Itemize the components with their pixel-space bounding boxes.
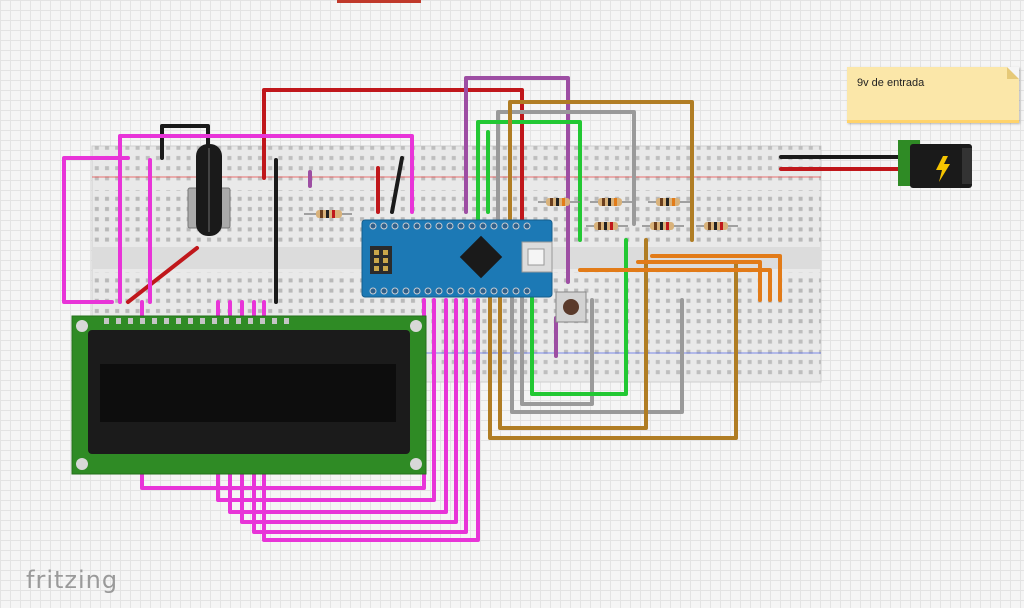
orange-wire-2 [636,260,762,302]
gray-wire-3 [520,296,594,406]
note-text: 9v de entrada [857,77,925,89]
microcontroller-chip [459,235,503,279]
resistor-1 [304,210,352,218]
gray-wire-2 [510,296,684,414]
resistor-6 [642,222,684,230]
gold-wire-1 [508,100,694,242]
green-wire-1 [476,120,582,242]
green-wire-3 [530,238,628,396]
lcd-16x2 [71,315,427,475]
gold-wire-3 [498,238,648,430]
black-pot-wire [160,124,210,162]
resistors [304,198,738,230]
power-bolt-icon [936,156,950,182]
wires [126,76,902,440]
arduino-nano [361,219,553,298]
potentiometer [187,144,231,236]
gold-wire-2 [488,260,738,440]
resistor-4 [648,198,690,206]
red-pot-wire [126,246,199,304]
resistor-7 [696,222,738,230]
top-tab-indicator [337,0,421,3]
black-short-wire [390,156,404,214]
gray-wire-1 [496,110,636,226]
orange-wire-1 [578,268,772,302]
purple-wire [464,76,570,284]
note-annotation[interactable]: 9v de entrada [847,67,1019,123]
resistor-2 [538,198,580,206]
dc-barrel-jack [898,140,972,188]
note-accent-bar [847,120,1019,123]
pink-wire-2 [62,156,130,304]
resistor-5 [586,222,628,230]
lcd-pins [104,318,289,324]
lcd-display [100,364,396,422]
resistor-3 [590,198,632,206]
orange-wire-3 [650,254,782,302]
nano-pins [369,222,531,295]
fritzing-logo: fritzing [26,566,119,594]
icsp-header [370,246,392,274]
push-button [555,291,587,323]
pink-wire-1 [118,134,414,304]
